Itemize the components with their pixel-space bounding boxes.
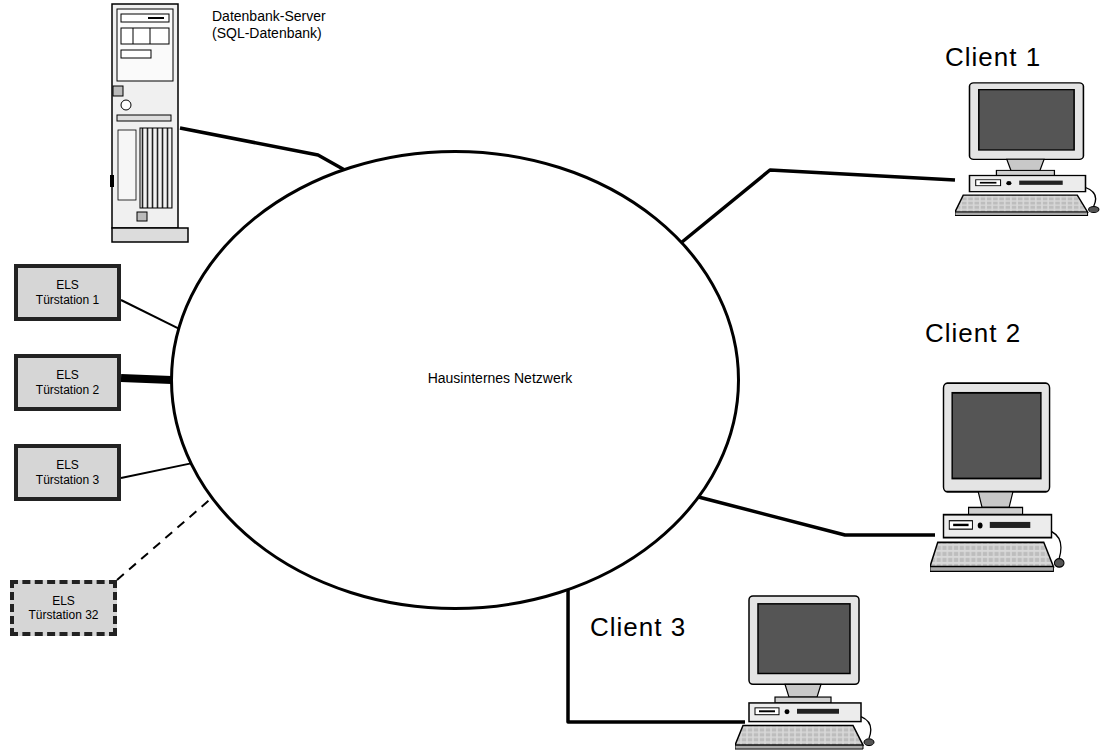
door-station-box: ELS Türstation 1 bbox=[14, 264, 121, 321]
network-label: Hausinternes Netzwerk bbox=[428, 370, 573, 387]
server-tower bbox=[110, 4, 188, 242]
station-label: ELS Türstation 3 bbox=[31, 458, 105, 487]
network-link bbox=[699, 497, 935, 535]
door-station-box: ELS Türstation 32 bbox=[10, 580, 117, 636]
door-station-box: ELS Türstation 3 bbox=[14, 444, 121, 501]
client-node: Client 1 bbox=[940, 38, 1105, 223]
network-ellipse: Hausinternes Netzwerk bbox=[170, 150, 740, 610]
device-label: Datenbank-Server (SQL-Datenbank) bbox=[212, 8, 342, 42]
station-label: ELS Türstation 1 bbox=[31, 278, 105, 307]
network-link bbox=[117, 498, 212, 580]
station-label: ELS Türstation 32 bbox=[27, 594, 101, 623]
client-node: Client 3 bbox=[585, 590, 877, 752]
device-label: Client 1 bbox=[945, 42, 1041, 73]
network-link bbox=[121, 300, 179, 329]
network-link bbox=[568, 590, 745, 722]
network-link bbox=[681, 170, 955, 242]
station-label: ELS Türstation 2 bbox=[31, 368, 105, 397]
network-link bbox=[121, 463, 191, 478]
network-link bbox=[121, 378, 172, 380]
network-link bbox=[180, 128, 344, 170]
device-label: Client 3 bbox=[590, 612, 686, 643]
device-label: Client 2 bbox=[925, 318, 1021, 349]
client-node: Client 2 bbox=[920, 312, 1068, 578]
client-computer bbox=[955, 83, 1099, 216]
client-computer bbox=[735, 596, 874, 749]
door-station-box: ELS Türstation 2 bbox=[14, 354, 121, 411]
client-computer bbox=[930, 383, 1064, 571]
